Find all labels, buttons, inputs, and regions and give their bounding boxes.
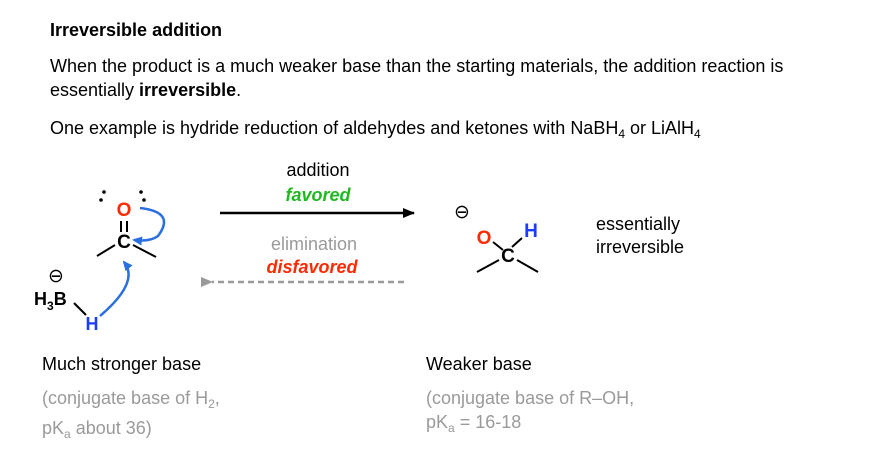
intro-paragraph: When the product is a much weaker base t… [50,54,850,102]
product-note-line-2: irreversible [596,237,684,257]
reverse-note: disfavored [266,257,358,277]
intro-text: When the product is a much weaker base t… [50,56,784,100]
single-bond [73,302,87,316]
forward-note: favored [285,185,351,205]
left-caption-line-2: pKa about 36) [42,418,152,441]
curly-arrow-icon [99,260,133,317]
single-bond [516,259,539,273]
reverse-arrow: elimination disfavored [201,234,404,287]
hydrogen-atom: H [524,221,538,242]
product-note-line-1: essentially [596,214,680,234]
right-caption-title: Weaker base [426,354,532,374]
carbon-atom: C [501,246,515,267]
left-caption-line-1: (conjugate base of H2, [42,388,220,411]
example-sub-1: 4 [618,127,626,141]
right-caption: Weaker base (conjugate base of R–OH, pKa… [426,352,634,440]
right-caption-line-1: (conjugate base of R–OH, [426,388,635,408]
example-paragraph: One example is hydride reduction of alde… [50,116,850,146]
example-text-mid: or LiAlH [625,118,695,138]
right-caption-line-2: pKa = 16-18 [426,412,522,435]
oxygen-atom: O [117,200,132,221]
carbon-atom: C [117,232,131,253]
single-bond [132,244,157,258]
example-sub-2: 4 [694,127,701,141]
forward-label: addition [286,160,349,180]
single-bond [96,244,116,257]
lone-pair-dot [99,198,103,202]
intro-bold-term: irreversible [139,80,237,100]
left-caption: Much stronger base (conjugate base of H2… [42,352,220,446]
hydride-atom: H [86,314,99,334]
reactant-ketone: O C [96,190,166,258]
forward-arrow: addition favored [220,160,415,218]
product-alkoxide: ⊖ O C H [454,202,539,273]
lone-pair-dot [142,198,146,202]
lone-pair-dot [102,190,106,194]
single-bond [476,259,500,273]
single-bond [511,237,523,248]
reverse-label: elimination [271,234,357,254]
curly-arrow-icon [132,206,166,246]
left-caption-title: Much stronger base [42,354,202,374]
negative-charge-icon: ⊖ [48,266,64,287]
single-bond [492,241,504,251]
page-heading: Irreversible addition [50,20,223,40]
boron-group-label: H3B [34,289,67,313]
lone-pair-dot [139,190,143,194]
oxygen-atom: O [477,228,492,249]
reactant-borohydride: ⊖ H3B H [34,260,133,334]
reaction-diagram: O C ⊖ H3B H addition favored elimination… [34,160,684,334]
intro-text-end: . [236,80,242,100]
example-text: One example is hydride reduction of alde… [50,118,619,138]
negative-charge-icon: ⊖ [454,202,470,223]
